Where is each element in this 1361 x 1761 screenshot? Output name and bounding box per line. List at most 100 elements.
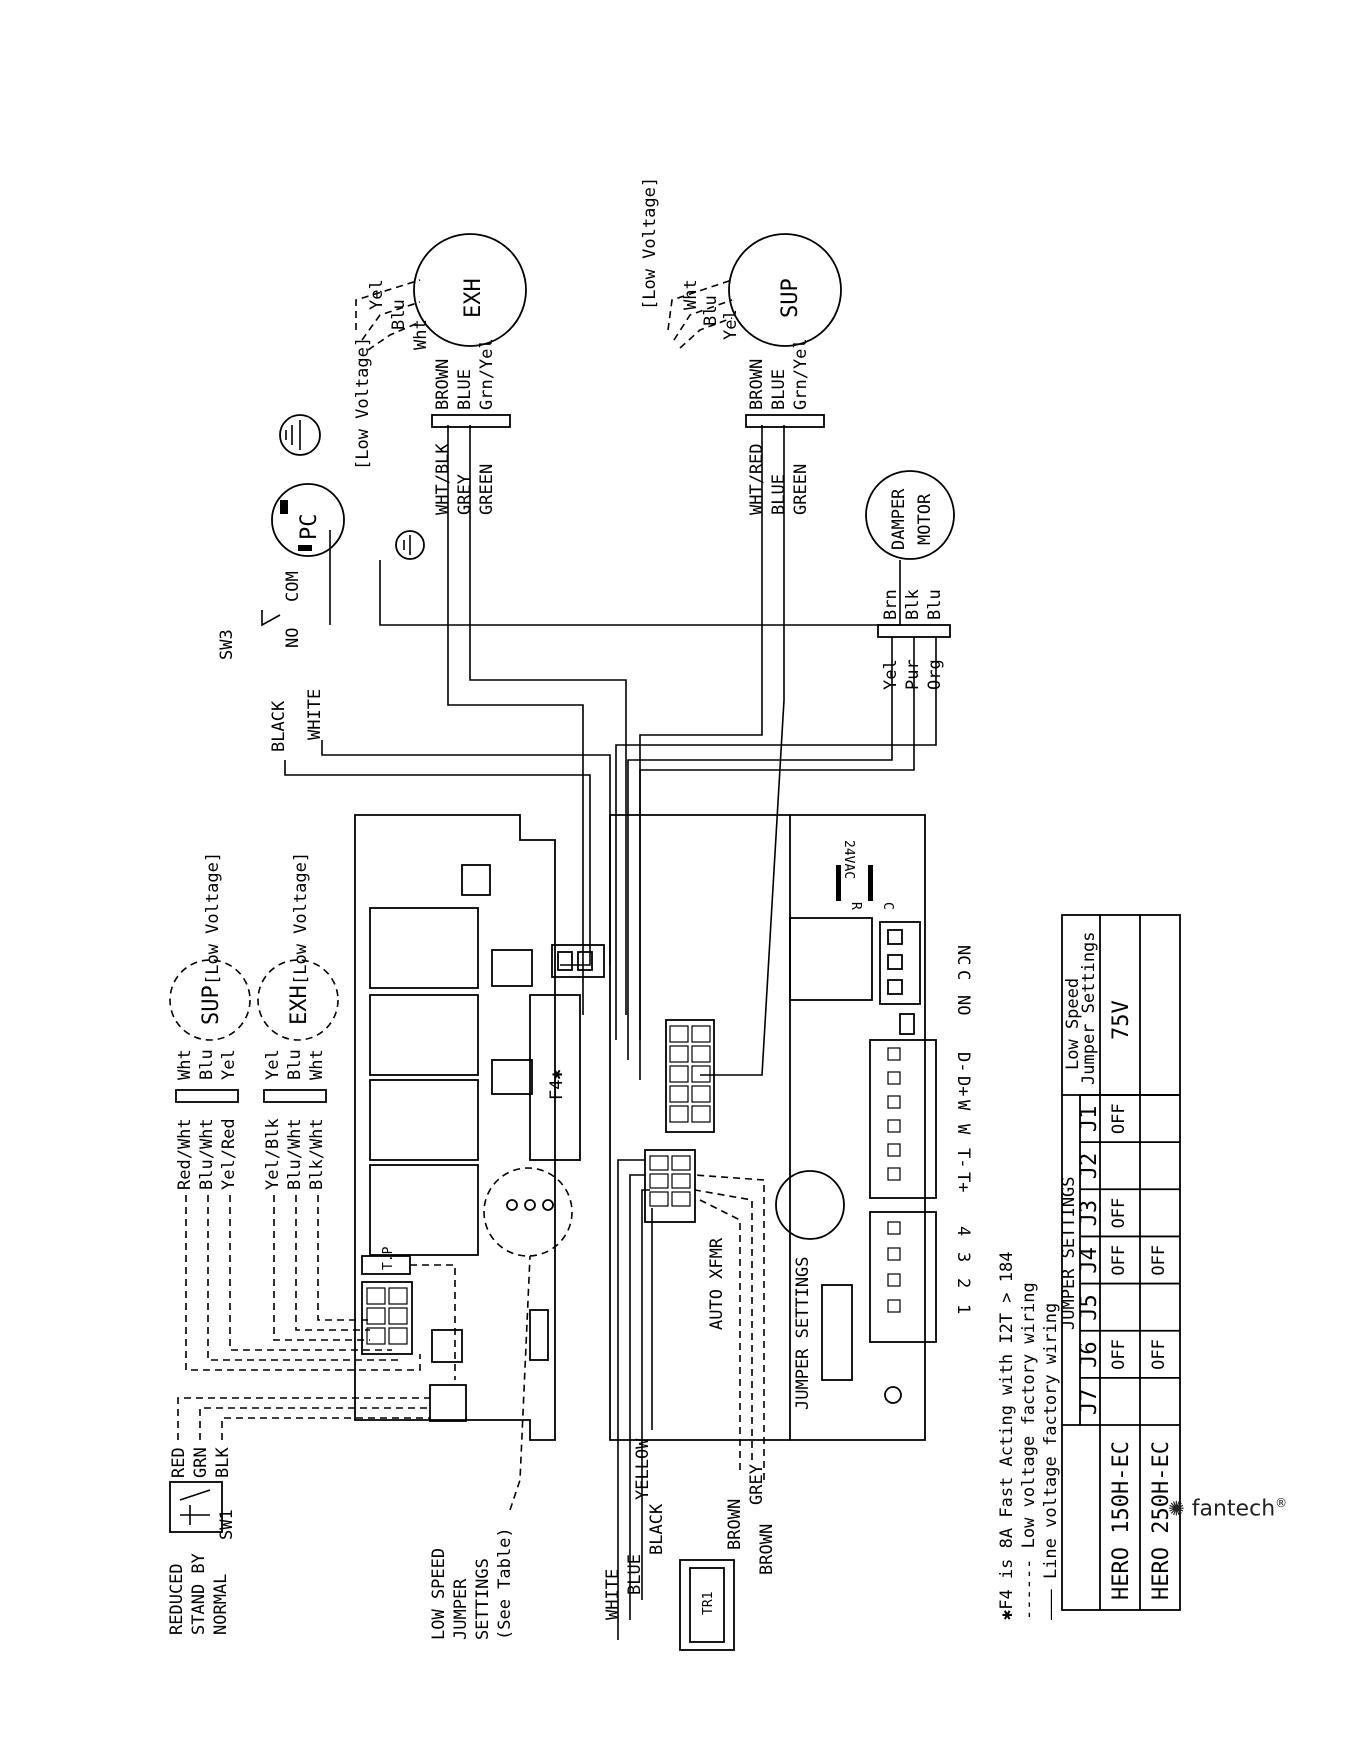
table-cell: OFF bbox=[1109, 1339, 1129, 1370]
table-col-header: J6 bbox=[1077, 1341, 1102, 1368]
control-board-outline-lower bbox=[609, 814, 791, 1441]
table-cell: OFF bbox=[1109, 1103, 1129, 1134]
sup-field-whtred: WHT/RED bbox=[747, 443, 767, 515]
damper-wire-pur: Pur bbox=[903, 659, 923, 690]
motor-terminal-block bbox=[665, 1019, 715, 1133]
low-speed-line-3: SETTINGS bbox=[473, 1558, 493, 1640]
table-cell: OFF bbox=[1149, 1245, 1169, 1276]
relay-3 bbox=[369, 1079, 479, 1161]
tr1-wire-black: BLACK bbox=[647, 1503, 667, 1555]
term-w1: W bbox=[953, 1100, 973, 1111]
ground-symbol-mid bbox=[395, 530, 425, 560]
jumper-settings-label: JUMPER SETTINGS bbox=[793, 1256, 813, 1410]
exh-field-whtblk: WHT/BLK bbox=[433, 443, 453, 515]
sup-ctrl-tap-3: Yel bbox=[219, 1049, 239, 1080]
table-speed-75v: 75V bbox=[1109, 1000, 1134, 1040]
jumper-detail-circle bbox=[483, 1167, 573, 1257]
sw1-wire-grn: GRN bbox=[191, 1447, 211, 1478]
sup-lead-brown: BROWN bbox=[747, 359, 767, 410]
sup-motor-circle bbox=[728, 233, 842, 347]
buzzer-circle bbox=[775, 1170, 845, 1240]
sw1-wire-red: RED bbox=[169, 1447, 189, 1478]
term-4: 4 bbox=[953, 1226, 973, 1236]
ground-symbol-top bbox=[279, 414, 321, 456]
fuse-label: F4✱ bbox=[547, 1069, 567, 1100]
exh-ctrl-note: [Low Voltage] bbox=[291, 852, 311, 985]
r-label: R bbox=[848, 902, 863, 910]
damper-wire-org: Org bbox=[925, 659, 945, 690]
damper-lead-blu: Blu bbox=[925, 589, 945, 620]
term-3: 3 bbox=[953, 1252, 973, 1262]
table-col-header: J1 bbox=[1077, 1106, 1102, 1133]
relay-1 bbox=[369, 907, 479, 989]
exh-tap-1: Yel bbox=[367, 279, 387, 310]
sw1-switch bbox=[169, 1481, 223, 1533]
table-model-1: HERO 150H-EC bbox=[1109, 1441, 1134, 1600]
sw3-label: SW3 bbox=[217, 629, 237, 660]
table-speed-header-1: Low Speed bbox=[1063, 978, 1083, 1070]
sup-low-voltage-note: [Low Voltage] bbox=[640, 177, 660, 310]
control-board-outline bbox=[354, 814, 556, 1441]
sup-tap-3: Yel bbox=[721, 309, 741, 340]
fuse-note: ✱F4 is 8A Fast Acting with I2T > 184 bbox=[997, 1252, 1017, 1620]
sup-connector bbox=[745, 414, 825, 428]
table-col-header: J5 bbox=[1077, 1294, 1102, 1321]
brand-logo: ✺ fantech® bbox=[1168, 1496, 1287, 1521]
vac-label: 24VAC bbox=[841, 840, 856, 879]
tr1-wire-brown-1: BROWN bbox=[725, 1499, 745, 1550]
sw3-no: NO bbox=[283, 628, 303, 648]
term-2: 2 bbox=[953, 1278, 973, 1288]
exh-motor-label: EXH bbox=[461, 278, 486, 318]
sup-ctrl-tap-2: Blu bbox=[197, 1049, 217, 1080]
exh-ctrl-tap-1: Yel bbox=[263, 1049, 283, 1080]
exh-lead-blue: BLUE bbox=[455, 369, 475, 410]
term-d-plus: D+ bbox=[953, 1076, 973, 1096]
table-col-header: J3 bbox=[1077, 1200, 1102, 1227]
exh-field-green: GREEN bbox=[477, 464, 497, 515]
fuse-f4 bbox=[529, 994, 581, 1161]
plug-connector bbox=[551, 944, 605, 978]
sup-ctrl-wire-1: Red/Wht bbox=[175, 1118, 195, 1190]
tr1-wire-grey: GREY bbox=[747, 1464, 767, 1505]
term-c: C bbox=[953, 970, 973, 980]
low-voltage-note: ------ Low voltage factory wiring bbox=[1019, 1282, 1039, 1620]
exh-lead-grnyel: Grn/Yel bbox=[477, 338, 497, 410]
ctrl-terminal bbox=[361, 1281, 413, 1355]
exh-ctrl-wire-2: Blu/Wht bbox=[285, 1118, 305, 1190]
relay-4 bbox=[369, 1164, 479, 1256]
term-no: NO bbox=[953, 995, 973, 1015]
sup-tap-2: Blu bbox=[701, 295, 721, 326]
table-model-2: HERO 250H-EC bbox=[1149, 1441, 1174, 1600]
power-plug-label: PC bbox=[297, 514, 322, 541]
exh-ctrl-tap-3: Wht bbox=[307, 1049, 327, 1080]
damper-motor-circle bbox=[865, 470, 955, 560]
low-speed-line-1: LOW SPEED bbox=[429, 1548, 449, 1640]
sup-ctrl-wire-3: Yel/Red bbox=[219, 1118, 239, 1190]
sw3-com: COM bbox=[283, 571, 303, 602]
exh-ctrl-tap-2: Blu bbox=[285, 1049, 305, 1080]
damper-lead-blk: Blk bbox=[903, 589, 923, 620]
remote-terminal-strip bbox=[869, 1211, 937, 1343]
transformer-block bbox=[789, 917, 873, 1001]
low-speed-line-4: (See Table) bbox=[495, 1527, 515, 1640]
term-t-plus: T+ bbox=[953, 1172, 973, 1192]
sup-ctrl-note: [Low Voltage] bbox=[203, 852, 223, 985]
table-col-header: J7 bbox=[1077, 1389, 1102, 1416]
exh-ctrl-label: EXH bbox=[287, 985, 312, 1025]
exh-low-voltage-note: [Low Voltage] bbox=[353, 337, 373, 470]
xfmr-connector bbox=[644, 1149, 696, 1223]
exh-field-grey: GREY bbox=[455, 474, 475, 515]
sup-ctrl-motor bbox=[169, 959, 251, 1041]
exh-ctrl-wire-3: Blk/Wht bbox=[307, 1118, 327, 1190]
transformer-tr1 bbox=[679, 1559, 735, 1651]
exh-motor-circle bbox=[413, 233, 527, 347]
power-black-label: BLACK bbox=[269, 700, 289, 752]
exh-lead-brown: BROWN bbox=[433, 359, 453, 410]
brand-mark: ® bbox=[1275, 1496, 1288, 1510]
table-speed-header-2: Jumper Settings bbox=[1079, 931, 1099, 1085]
sw1-pos-2: STAND BY bbox=[189, 1553, 209, 1635]
relay-terminal-strip bbox=[879, 921, 921, 1005]
table-cell: OFF bbox=[1109, 1245, 1129, 1276]
